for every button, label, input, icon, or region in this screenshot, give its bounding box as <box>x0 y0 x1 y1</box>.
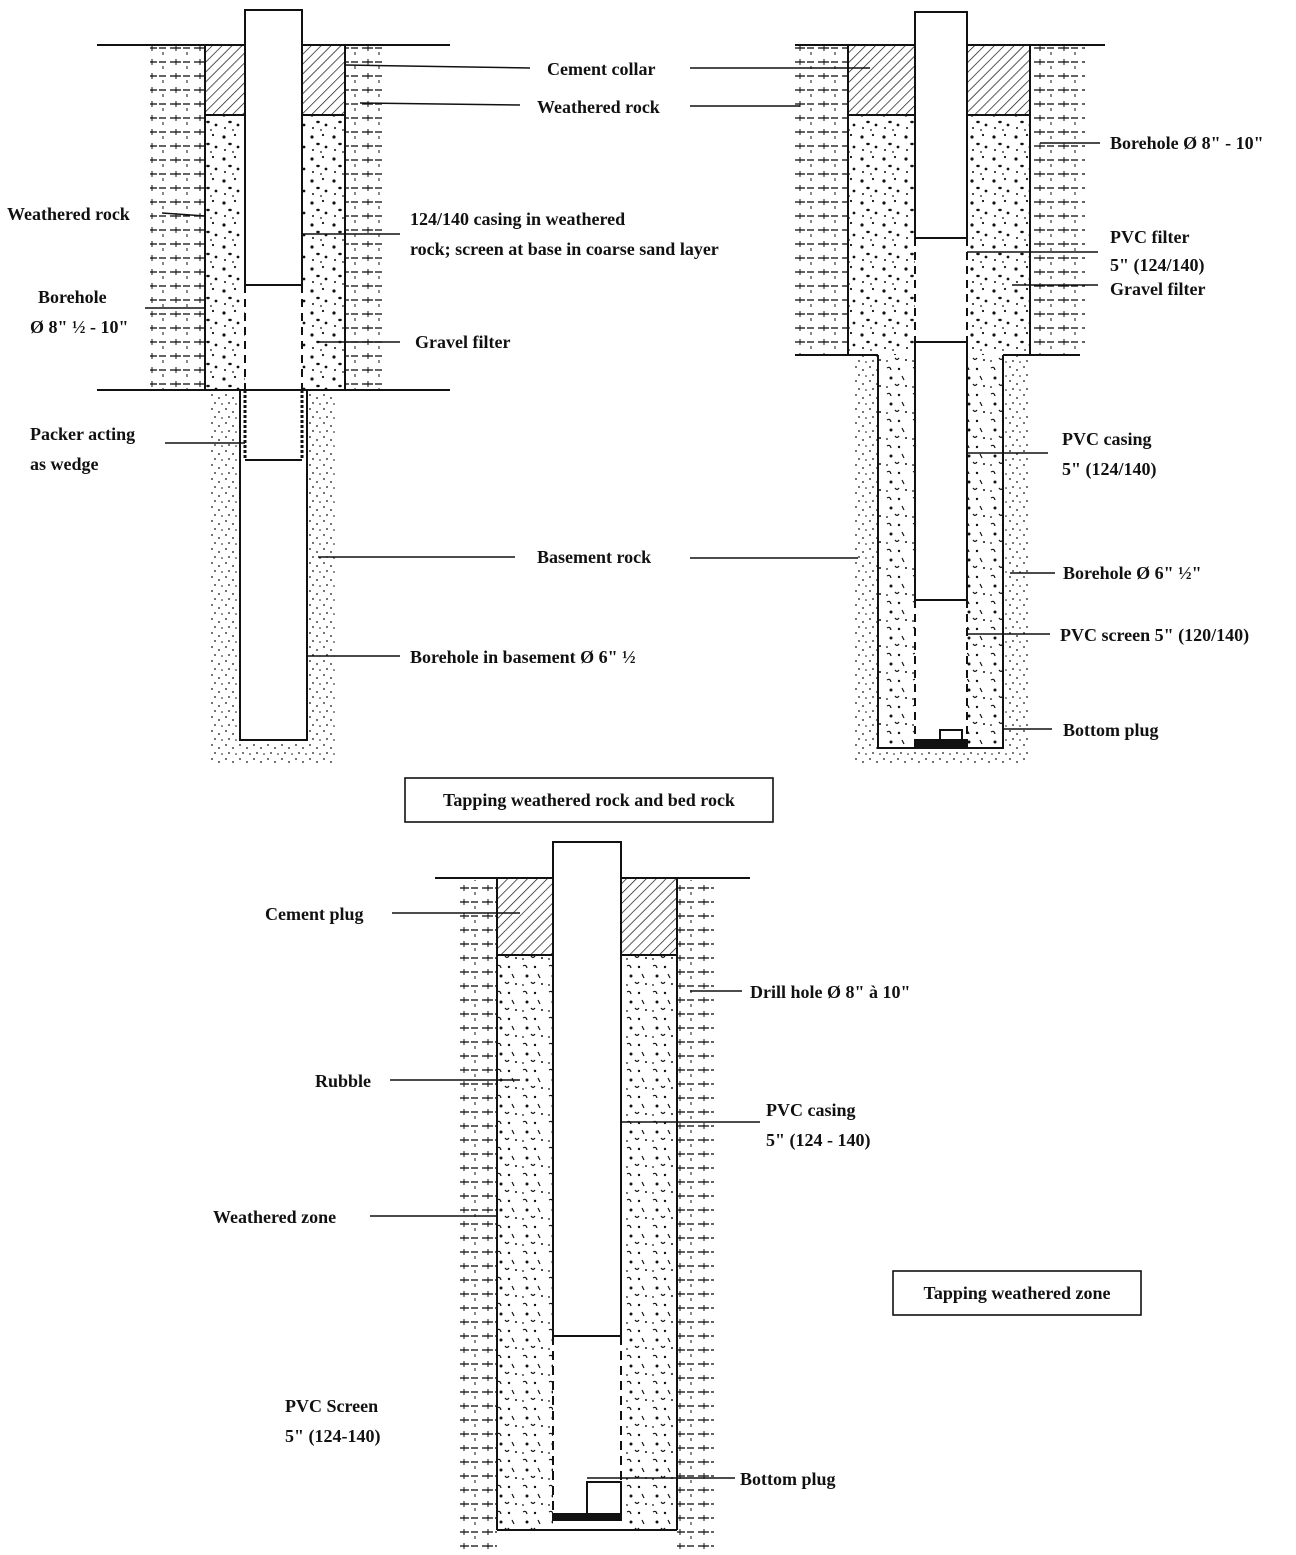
weathered-rock-left-strata-r <box>795 45 848 355</box>
label-pvc-filter-line2: 5" (124/140) <box>1110 255 1204 276</box>
gravel-filter-left-r <box>848 115 915 355</box>
label-pvc-casing-line1-b: PVC casing <box>766 1100 856 1120</box>
label-borehole-basement: Borehole in basement Ø 6" ½ <box>410 647 636 667</box>
label-weathered-rock-right: Weathered rock <box>537 97 660 117</box>
label-pvc-screen-r: PVC screen 5" (120/140) <box>1060 625 1249 646</box>
basement-rock-bottom <box>210 740 337 765</box>
cement-plug-left <box>496 877 554 956</box>
well-left-leaders <box>145 64 531 657</box>
label-casing-line1: 124/140 casing in weathered <box>410 209 625 229</box>
basement-rock-right-r <box>1003 355 1030 765</box>
label-borehole-bottom-r: Borehole Ø 6" ½" <box>1063 563 1202 583</box>
label-gravel-filter-left: Gravel filter <box>415 332 510 352</box>
label-drill-hole: Drill hole Ø 8" à 10" <box>750 982 910 1002</box>
cement-collar-right-r <box>966 44 1031 116</box>
caption-bottom: Tapping weathered zone <box>923 1283 1110 1303</box>
casing-upper-r <box>914 11 968 239</box>
label-pvc-screen-line2-b: 5" (124-140) <box>285 1426 380 1447</box>
label-borehole-line2: Ø 8" ½ - 10" <box>30 317 128 337</box>
label-casing-line2: rock; screen at base in coarse sand laye… <box>410 239 719 259</box>
cement-collar-right <box>301 44 346 116</box>
label-pvc-filter-line1: PVC filter <box>1110 227 1189 247</box>
cement-collar-left-r <box>847 44 916 116</box>
label-bottom-plug-b: Bottom plug <box>740 1469 836 1489</box>
label-weathered-zone: Weathered zone <box>213 1207 336 1227</box>
weathered-zone-right-strata <box>677 880 714 1550</box>
bh-lower-r <box>877 355 1004 749</box>
gravel-pack-right-r <box>967 355 1003 748</box>
well-right-leaders <box>690 67 1100 730</box>
gravel-filter-left <box>205 115 245 390</box>
label-pvc-casing-line2-b: 5" (124 - 140) <box>766 1130 870 1151</box>
caption-top-box: Tapping weathered rock and bed rock <box>404 777 774 823</box>
casing-b <box>552 841 622 1337</box>
cement-collar-left <box>204 44 246 116</box>
label-pvc-casing-line1-r: PVC casing <box>1062 429 1152 449</box>
casing-upper <box>244 9 303 286</box>
casing-lower-r <box>914 341 968 601</box>
label-packer-line2: as wedge <box>30 454 99 474</box>
caption-top: Tapping weathered rock and bed rock <box>443 790 735 810</box>
basement-rock-left <box>210 390 240 765</box>
basement-rock-left-r <box>853 355 878 765</box>
label-basement-rock: Basement rock <box>537 547 651 567</box>
caption-bottom-box: Tapping weathered zone <box>892 1270 1142 1316</box>
bottom-plug-b <box>586 1481 622 1517</box>
basement-rock-bottom-r <box>853 748 1030 765</box>
bottom-plug-base-r <box>914 739 968 747</box>
well-bottom <box>435 841 750 1550</box>
label-pvc-screen-line1-b: PVC Screen <box>285 1396 378 1416</box>
rubble-right <box>621 955 677 1530</box>
weathered-rock-right-strata-r <box>1030 45 1085 355</box>
gravel-pack-left-r <box>878 355 915 748</box>
well-left <box>97 9 450 765</box>
label-packer-line1: Packer acting <box>30 424 135 444</box>
gravel-filter-right <box>302 115 345 390</box>
label-cement-plug: Cement plug <box>265 904 364 924</box>
label-gravel-filter-r: Gravel filter <box>1110 279 1205 299</box>
label-weathered-rock-left: Weathered rock <box>7 204 130 224</box>
basement-rock-right <box>307 390 337 765</box>
rubble-left <box>497 955 553 1530</box>
well-right <box>795 11 1105 765</box>
well-bottom-leaders <box>370 912 760 1479</box>
weathered-rock-right-strata <box>345 45 385 390</box>
label-rubble: Rubble <box>315 1071 371 1091</box>
label-pvc-casing-line2-r: 5" (124/140) <box>1062 459 1156 480</box>
bottom-plug-base-b <box>552 1513 622 1521</box>
cement-plug-right <box>620 877 678 956</box>
weathered-rock-left-strata <box>150 45 205 390</box>
label-borehole-line1: Borehole <box>38 287 107 307</box>
gravel-filter-right-r <box>967 115 1030 355</box>
borehole-basement <box>239 389 308 741</box>
label-bottom-plug-r: Bottom plug <box>1063 720 1159 740</box>
label-borehole-top-r: Borehole Ø 8" - 10" <box>1110 133 1264 153</box>
label-cement-collar: Cement collar <box>547 59 655 79</box>
weathered-zone-left-strata <box>460 880 497 1550</box>
